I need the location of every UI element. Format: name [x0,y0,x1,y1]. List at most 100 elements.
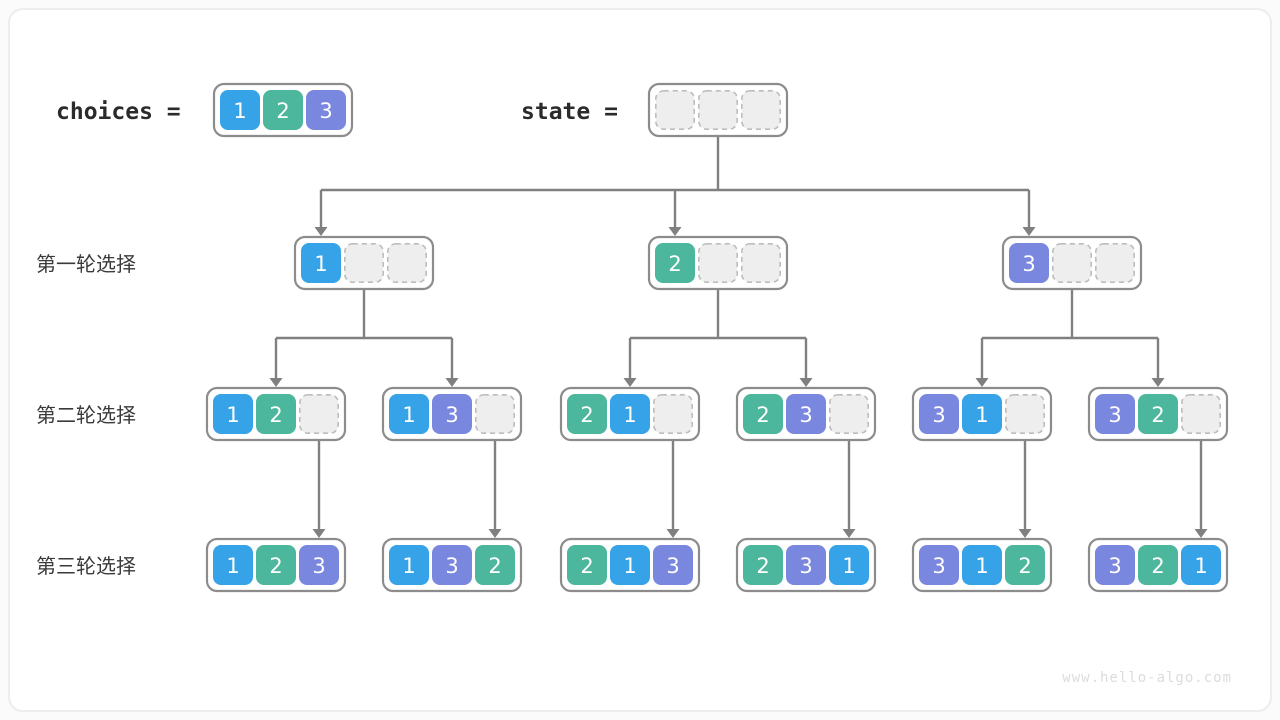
empty-cell [343,243,384,284]
empty-cell [740,90,781,131]
edges-layer [269,136,1208,538]
value-cell [220,90,260,130]
cell-value: 1 [623,403,636,427]
value-cell [919,545,959,585]
cell-value: 3 [1108,554,1121,578]
empty-cell [1004,393,1045,434]
value-cell [962,545,1002,585]
arrow-head [799,378,813,387]
cell-value: 2 [276,99,289,123]
value-cell [432,545,472,585]
state-node-level3: 3 2 1 [1087,537,1229,593]
cell-value: 2 [269,403,282,427]
value-cell [389,394,429,434]
state-node-level1: 3 [1001,235,1143,291]
arrow-head [269,378,283,387]
cell-value: 1 [233,99,246,123]
arrow-head [623,378,637,387]
cell-value: 3 [319,99,332,123]
value-cell [567,545,607,585]
cell-value: 1 [1194,554,1207,578]
value-cell [256,545,296,585]
empty-cell [298,393,339,434]
cell-value: 3 [799,403,812,427]
choices-label: choices = [56,99,181,125]
arrow-head [975,378,989,387]
cell-value: 3 [445,554,458,578]
value-cell [299,545,339,585]
empty-cell [740,243,781,284]
cell-value: 1 [623,554,636,578]
value-cell [475,545,515,585]
value-cell [213,545,253,585]
arrow-head [668,227,682,236]
outer-frame [8,8,1272,712]
arrow-head [445,378,459,387]
value-cell [829,545,869,585]
arrow-head [842,529,856,538]
cell-value: 2 [1151,554,1164,578]
cell-value: 2 [756,554,769,578]
cell-value: 3 [312,554,325,578]
value-cell [786,545,826,585]
round-label-3: 第三轮选择 [36,554,136,578]
empty-cell [654,90,695,131]
cell-value: 1 [842,554,855,578]
value-cell [743,394,783,434]
cell-value: 1 [402,554,415,578]
cell-value: 1 [975,554,988,578]
round-label-2: 第二轮选择 [36,403,136,427]
arrow-head [314,227,328,236]
value-cell [786,394,826,434]
value-cell [1138,394,1178,434]
value-cell [1095,394,1135,434]
empty-cell [652,393,693,434]
state-array [647,82,789,138]
value-cell [655,243,695,283]
value-cell [301,243,341,283]
value-cell [1009,243,1049,283]
cell-value: 2 [580,554,593,578]
cell-value: 1 [226,403,239,427]
value-cell [919,394,959,434]
value-cell [432,394,472,434]
value-cell [256,394,296,434]
arrow-head [666,529,680,538]
empty-cell [697,90,738,131]
empty-cell [697,243,738,284]
cell-value: 2 [580,403,593,427]
value-cell [263,90,303,130]
cell-value: 2 [1151,403,1164,427]
watermark: www.hello-algo.com [1062,670,1232,686]
value-cell [610,545,650,585]
choices-array: 1 2 3 [212,82,354,138]
value-cell [1138,545,1178,585]
cell-value: 1 [975,403,988,427]
value-cell [213,394,253,434]
empty-cell [828,393,869,434]
cell-value: 3 [445,403,458,427]
arrow-head [312,529,326,538]
value-cell [567,394,607,434]
value-cell [1095,545,1135,585]
state-label: state = [521,99,618,125]
value-cell [962,394,1002,434]
round-label-1: 第一轮选择 [36,252,136,276]
cell-value: 2 [756,403,769,427]
state-node-level1: 1 [293,235,435,291]
arrow-head [1151,378,1165,387]
value-cell [1181,545,1221,585]
cell-value: 3 [1022,252,1035,276]
arrow-head [1022,227,1036,236]
